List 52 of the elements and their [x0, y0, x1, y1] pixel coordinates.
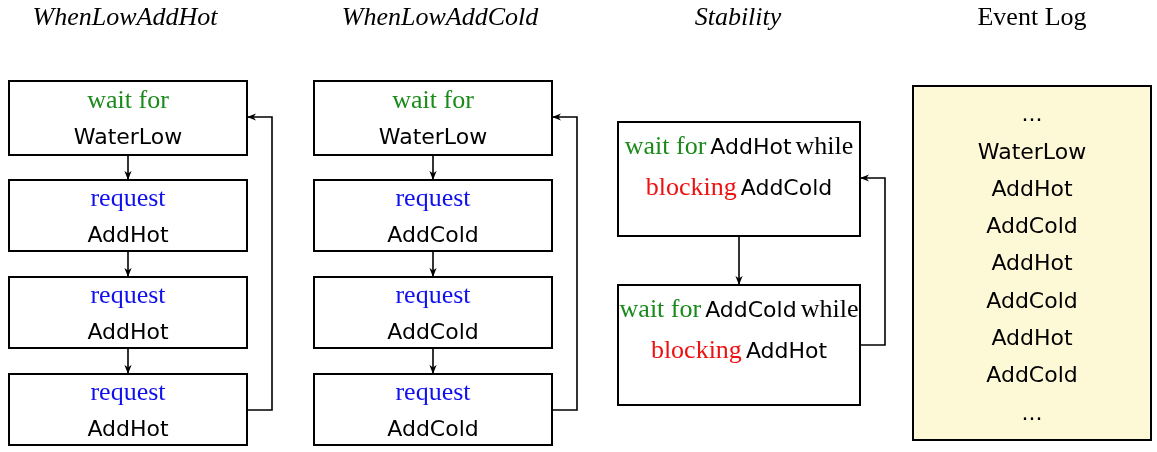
keyword-text: wait for	[392, 84, 474, 116]
arrow	[124, 155, 132, 180]
log-entry: AddCold	[986, 286, 1078, 315]
process-box	[617, 284, 861, 406]
keyword-text: wait for	[87, 84, 169, 116]
process-box	[617, 121, 861, 237]
log-entry: WaterLow	[977, 137, 1087, 166]
box-text: wait forAddHotwhile blockingAddCold	[623, 130, 855, 203]
log-entry: AddCold	[986, 361, 1078, 390]
identifier-text: AddHot	[87, 220, 169, 249]
process-box	[8, 373, 248, 446]
identifier-text: AddCold	[387, 317, 479, 346]
log-entry: ...	[1021, 398, 1043, 427]
identifier-text: AddHot	[87, 414, 169, 443]
arrow	[247, 113, 273, 411]
arrow	[552, 113, 578, 411]
log-entry: ...	[1021, 100, 1043, 129]
process-box	[313, 80, 553, 156]
process-box	[8, 179, 248, 252]
arrow	[860, 174, 886, 346]
column-heading: Stability	[694, 2, 782, 32]
arrow	[429, 155, 437, 180]
log-entry: AddHot	[991, 249, 1073, 278]
process-box	[313, 373, 553, 446]
log-entry: AddCold	[986, 212, 1078, 241]
keyword-text: request	[395, 375, 471, 408]
event-log-panel	[912, 85, 1152, 441]
box-text: wait forAddCold while blockingAddHot	[619, 293, 859, 366]
identifier-text: WaterLow	[73, 123, 183, 151]
keyword-text: request	[90, 375, 166, 408]
identifier-text: AddCold	[387, 414, 479, 443]
identifier-text: WaterLow	[378, 123, 488, 151]
keyword-text: request	[395, 181, 471, 214]
identifier-text: AddCold	[387, 220, 479, 249]
column-heading: Event Log	[977, 2, 1087, 32]
log-entry: AddHot	[991, 174, 1073, 203]
log-entry: AddHot	[991, 324, 1073, 353]
process-box	[8, 276, 248, 349]
column-heading: WhenLowAddHot	[32, 2, 218, 32]
process-box	[313, 276, 553, 349]
arrow	[124, 251, 132, 277]
keyword-text: request	[90, 278, 166, 311]
identifier-text: AddHot	[87, 317, 169, 346]
keyword-text: request	[395, 278, 471, 311]
column-heading: WhenLowAddCold	[341, 2, 539, 32]
arrow	[124, 348, 132, 374]
arrow	[735, 236, 743, 285]
process-box	[8, 80, 248, 156]
arrow	[429, 348, 437, 374]
process-box	[313, 179, 553, 252]
keyword-text: request	[90, 181, 166, 214]
arrow	[429, 251, 437, 277]
